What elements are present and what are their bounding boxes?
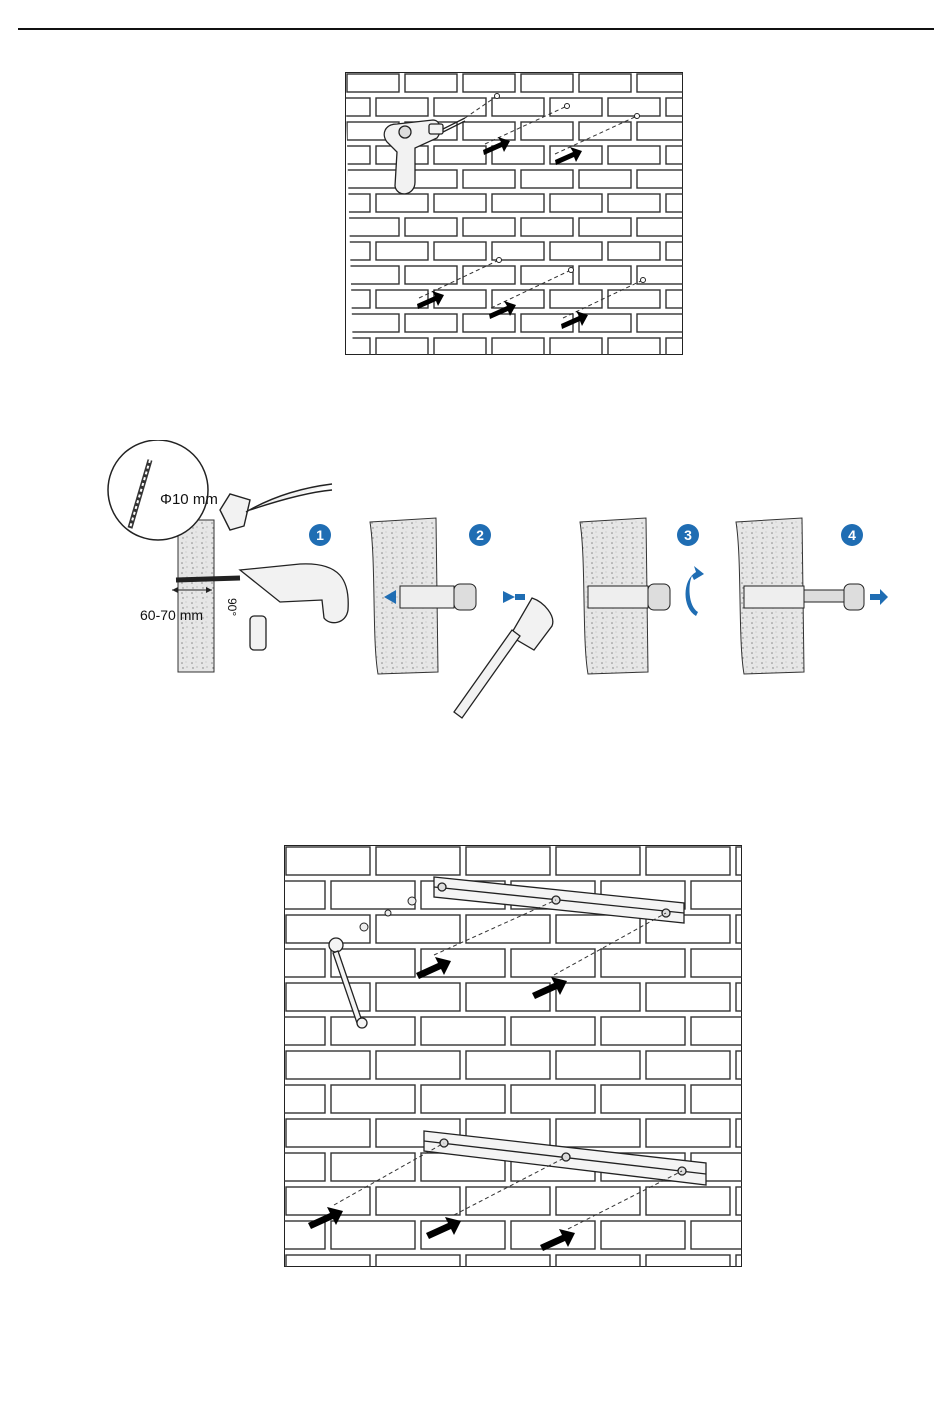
step-2-hammer-in: 2 (370, 518, 553, 718)
figure-anchor-steps: Φ10 mm 60-70 mm 90° 1 2 3 (100, 440, 900, 730)
drill-bit-label: Φ10 mm (160, 491, 218, 508)
mallet (454, 598, 553, 718)
drill-depth-label: 60-70 mm (140, 607, 203, 623)
dust-extractor (220, 484, 332, 530)
svg-text:3: 3 (684, 527, 692, 543)
drill-angle-label: 90° (225, 598, 239, 616)
svg-text:2: 2 (476, 527, 484, 543)
figure-mount-brackets (284, 845, 744, 1269)
drill-bit-detail (108, 440, 208, 540)
svg-text:1: 1 (316, 527, 324, 543)
step-1-drilling: Φ10 mm 60-70 mm 90° 1 (108, 440, 348, 672)
step-3-tighten: 3 (580, 518, 704, 674)
rotate-arrow (686, 566, 705, 616)
step-4-remove-nut: 4 (736, 518, 888, 674)
svg-text:4: 4 (848, 527, 856, 543)
header-rule (18, 28, 934, 30)
figure-drill-holes (345, 72, 685, 357)
